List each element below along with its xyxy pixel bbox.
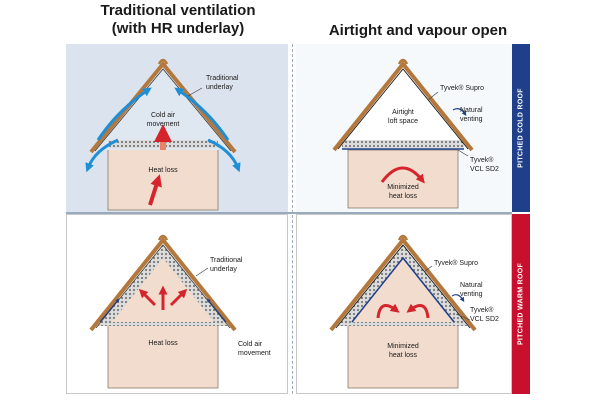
natural-venting-arrow [451, 294, 465, 303]
roof-tiles [329, 236, 477, 332]
tr-membrane-label: Tyvek® Supro [440, 84, 484, 92]
row-divider [66, 212, 512, 214]
left-heading-line2: (with HR underlay) [111, 20, 245, 37]
house-wall [347, 321, 459, 389]
underlay-leader [195, 267, 209, 277]
loft-space [93, 66, 233, 150]
supro-leader [427, 91, 439, 101]
heat-arrow-left [138, 288, 157, 307]
roof-tiles [332, 60, 474, 152]
roof-underlay [94, 68, 232, 152]
underlay-leader [187, 87, 203, 97]
cold-air-arrow-out-right [207, 138, 241, 173]
vcl-leader [455, 313, 471, 321]
air-arrow-right [206, 298, 227, 323]
ridge-tile [397, 58, 409, 65]
tl-heat-label: Heat loss [148, 167, 178, 174]
house-wall [107, 321, 219, 389]
left-column-heading: Traditional ventilation (with HR underla… [78, 2, 278, 38]
heat-arrow-right [169, 288, 188, 307]
minimized-heat-arrow-right [406, 303, 430, 319]
house-wall [107, 145, 219, 211]
column-divider [292, 44, 293, 394]
insulation-layer [342, 140, 464, 148]
natural-venting-arrow [452, 108, 467, 117]
br-membrane-label: Tyvek® Supro [434, 259, 478, 267]
ridge-tile [157, 58, 169, 65]
cold-air-arrow-out-left [85, 138, 119, 173]
heat-loss-arrow [148, 174, 162, 206]
br-vcl-label: Tyvek®VCL SD2 [470, 306, 499, 323]
minimized-heat-arrow-left [376, 303, 400, 319]
cold-roof-band: PITCHED COLD ROOF [512, 44, 530, 212]
vcl-membrane [351, 256, 455, 323]
right-column-heading: Airtight and vapour open [328, 22, 508, 39]
cold-air-arrow-right [174, 87, 230, 141]
air-arrow-left [99, 298, 120, 323]
warm-loft-space [352, 258, 454, 322]
vcl-leader [457, 149, 469, 157]
supro-leader [423, 265, 433, 273]
ridge-tile [397, 234, 409, 241]
house-wall [347, 149, 459, 209]
warm-roof-band: PITCHED WARM ROOF [512, 214, 530, 394]
minimized-heat-arrow [380, 166, 425, 184]
loft-space [336, 66, 470, 146]
roof-tiles [89, 60, 237, 154]
cold-air-arrow-left [96, 87, 152, 141]
left-heading-line1: Traditional ventilation [100, 2, 256, 19]
bl-heat-label: Heat loss [148, 340, 178, 347]
roof-membrane [337, 68, 469, 150]
roof-membrane [335, 244, 471, 329]
ridge-tile [157, 234, 169, 241]
roof-tiles [89, 236, 237, 332]
tr-vcl-label: Tyvek®VCL SD2 [470, 156, 499, 173]
